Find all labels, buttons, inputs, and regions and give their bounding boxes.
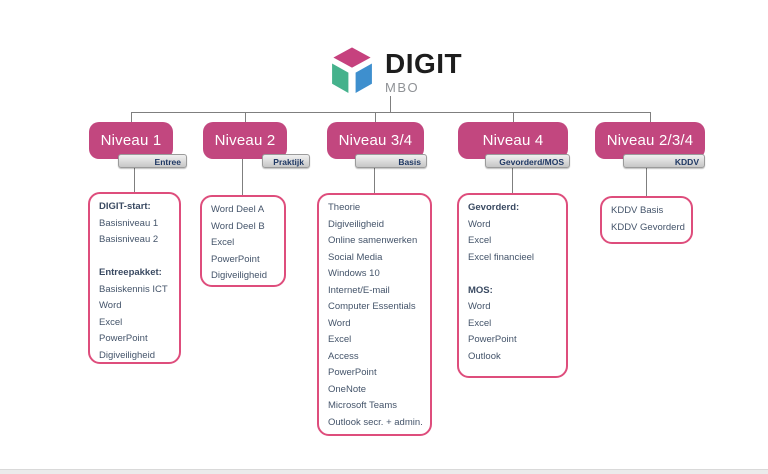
list-item: Excel financieel (468, 251, 535, 263)
connector-content-2 (242, 158, 243, 196)
list-item: Digiveiligheid (328, 218, 384, 230)
list-item: Excel (468, 317, 492, 329)
connector-content-4 (512, 158, 513, 194)
list-item: Excel (211, 237, 235, 248)
course-list-niveau-1: DIGIT-start: Basisniveau 1 Basisniveau 2 E… (88, 192, 181, 364)
digit-mbo-logo: DIGIT MBO (328, 44, 462, 98)
list-item: Online samenwerken (328, 235, 418, 246)
connector-content-5 (646, 158, 647, 197)
list-item: Social Media (328, 251, 383, 263)
logo-subtitle: MBO (385, 80, 420, 95)
level-tag-praktijk: Praktijk (262, 154, 310, 168)
level-box-niveau-4: Niveau 4 (458, 122, 568, 159)
list-item: Basisniveau 1 (99, 217, 159, 229)
list-item: MOS: (468, 284, 493, 296)
logo-title: DIGIT (385, 48, 463, 79)
list-item: Excel (468, 235, 492, 246)
connector-drop-4 (513, 112, 514, 123)
list-item: Gevorderd: (468, 202, 520, 213)
cube-logo-icon (329, 44, 375, 97)
list-item: PowerPoint (328, 367, 377, 378)
level-tag-kddv: KDDV (623, 154, 705, 168)
list-item: Word (328, 317, 351, 329)
list-item: Word (99, 300, 122, 311)
list-item: KDDV Gevorderd (611, 221, 685, 233)
level-box-niveau-3-4: Niveau 3/4 (327, 122, 424, 159)
list-item: Word (468, 218, 491, 230)
list-item: PowerPoint (99, 333, 148, 344)
level-box-niveau-1: Niveau 1 (89, 122, 173, 159)
list-item: Outlook secr. + admin. (328, 416, 423, 428)
level-tag-basis: Basis (355, 154, 427, 168)
list-item: Microsoft Teams (328, 400, 397, 411)
level-box-niveau-2-3-4: Niveau 2/3/4 (595, 122, 705, 159)
list-item: Excel (328, 334, 352, 345)
connector-drop-5 (650, 112, 651, 123)
list-item: Word Deel A (211, 204, 265, 215)
list-item: Excel (99, 316, 123, 328)
bottom-edge-strip (0, 469, 768, 474)
list-item (99, 249, 175, 266)
connector-logo-stem (390, 96, 391, 112)
list-item (468, 266, 562, 283)
connector-drop-1 (131, 112, 132, 123)
level-tag-entree: Entree (118, 154, 187, 168)
list-item: Computer Essentials (328, 301, 416, 312)
level-box-niveau-2: Niveau 2 (203, 122, 287, 159)
connector-horizontal (131, 112, 651, 113)
list-item: Basiskennis ICT (99, 283, 168, 295)
list-item: Entreepakket: (99, 267, 162, 278)
connector-drop-3 (375, 112, 376, 123)
connector-drop-2 (245, 112, 246, 123)
list-item: Digiveiligheid (211, 270, 267, 281)
list-item: OneNote (328, 383, 367, 395)
list-item: Outlook (468, 350, 501, 362)
level-tag-gevorderd-mos: Gevorderd/MOS (485, 154, 570, 168)
list-item: Basisniveau 2 (99, 234, 159, 245)
list-item: Word (468, 301, 491, 312)
list-item: PowerPoint (211, 253, 260, 265)
list-item: Access (328, 350, 359, 362)
list-item: PowerPoint (468, 334, 517, 345)
list-item: KDDV Basis (611, 205, 664, 216)
list-item: Windows 10 (328, 268, 380, 279)
connector-content-3 (374, 158, 375, 194)
connector-content-1 (134, 158, 135, 193)
list-item: DIGIT-start: (99, 201, 151, 212)
list-item: Digiveiligheid (99, 349, 155, 361)
list-item: Theorie (328, 202, 361, 213)
list-item: Internet/E-mail (328, 284, 390, 296)
list-item: Word Deel B (211, 220, 265, 232)
